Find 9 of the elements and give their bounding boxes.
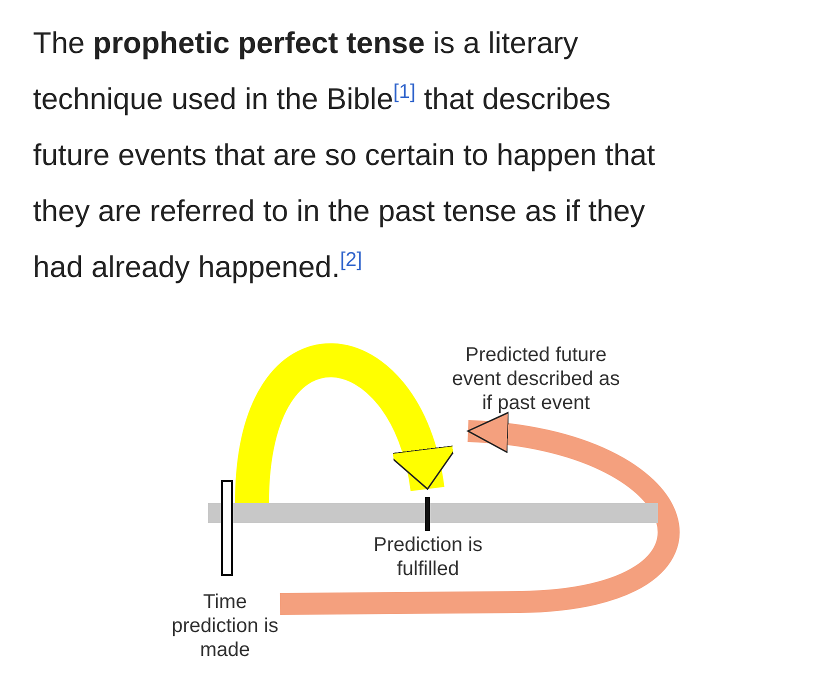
tick-mark: [425, 497, 430, 531]
curved-arrow: [235, 344, 456, 504]
time-marker: [221, 480, 233, 576]
annotation-text: Predicted future event described as if past event: [448, 343, 624, 419]
paragraph: The prophetic perfect tense is a literary technique used in the Bible$^{[1]}$ that describes future events that are so certain to happen that they are referred to in the past tense as if they had already happened.$^{[2]}$: [33, 26, 656, 286]
timeline-bar: [208, 503, 658, 523]
annotation-text: Time prediction is made: [170, 590, 280, 666]
curved-arrow: [280, 414, 679, 615]
annotation-text: Prediction is fulfilled: [360, 533, 496, 583]
